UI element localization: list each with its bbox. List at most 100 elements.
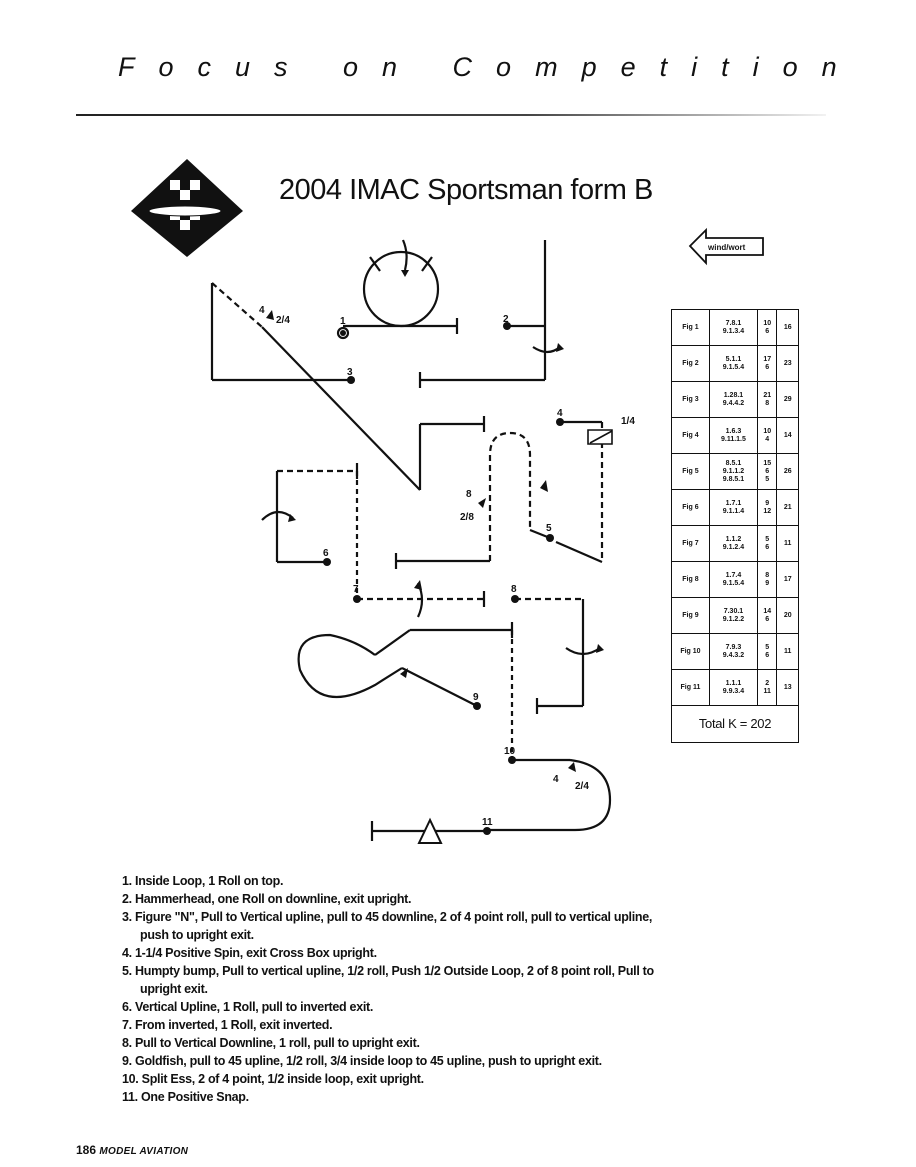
k-table-k-value: 14 bbox=[763, 607, 772, 615]
description-continuation: push to upright exit. bbox=[140, 928, 254, 942]
imac-logo bbox=[131, 159, 243, 257]
description-number: 11. bbox=[122, 1090, 138, 1104]
figure-5-humpty-bump bbox=[394, 431, 551, 569]
figure-2-hammerhead bbox=[418, 240, 564, 388]
fig-label-11: 11 bbox=[482, 817, 493, 828]
k-table-total: 20 bbox=[776, 597, 799, 634]
description-text: Vertical Upline, 1 Roll, pull to inverte… bbox=[135, 1000, 374, 1014]
description-item: 2. Hammerhead, one Roll on downline, exi… bbox=[122, 890, 822, 908]
k-table-code: 9.11.1.5 bbox=[720, 435, 746, 443]
figure-8-vertical-downline bbox=[515, 597, 604, 714]
k-table-k-value: 8 bbox=[765, 399, 770, 407]
fig-label-5: 5 bbox=[546, 523, 552, 534]
footer: 186 MODEL AVIATION bbox=[76, 1143, 188, 1157]
k-table-k-value: 10 bbox=[763, 319, 772, 327]
k-table-fig: Fig 11 bbox=[671, 669, 710, 706]
k-table-code: 1.28.1 bbox=[723, 391, 744, 399]
description-text: One Positive Snap. bbox=[140, 1090, 249, 1104]
k-table-total: 26 bbox=[776, 453, 799, 490]
k-table-k-value: 15 bbox=[763, 459, 772, 467]
humpty-num: 8 bbox=[466, 489, 472, 500]
description-item: 6. Vertical Upline, 1 Roll, pull to inve… bbox=[122, 998, 822, 1016]
fig-label-3: 3 bbox=[347, 367, 353, 378]
description-number: 9. bbox=[122, 1054, 132, 1068]
k-table-k-value: 9 bbox=[765, 579, 770, 587]
description-number: 5. bbox=[122, 964, 132, 978]
description-item: 5. Humpty bump, Pull to vertical upline,… bbox=[122, 962, 822, 998]
k-table-fig: Fig 7 bbox=[671, 525, 710, 562]
figure-6-vertical-upline bbox=[261, 463, 359, 564]
form-title: 2004 IMAC Sportsman form B bbox=[279, 174, 653, 206]
k-table-k-value: 6 bbox=[765, 363, 770, 371]
fig-label-8: 8 bbox=[511, 584, 517, 595]
k-table-total: 23 bbox=[776, 345, 799, 382]
k-table-code: 9.1.2.2 bbox=[722, 615, 745, 623]
k-table-code: 9.1.1.2 bbox=[722, 467, 745, 475]
k-table-k-value: 6 bbox=[765, 327, 770, 335]
k-table-code: 9.4.3.2 bbox=[722, 651, 745, 659]
fig-label-7: 7 bbox=[353, 584, 359, 595]
fig-label-4: 4 bbox=[557, 408, 563, 419]
k-table-k-value: 10 bbox=[763, 427, 772, 435]
k-table-total: 11 bbox=[776, 633, 799, 670]
k-table-code: 7.8.1 bbox=[725, 319, 742, 327]
k-table-code: 1.7.4 bbox=[725, 571, 742, 579]
k-table-total: 29 bbox=[776, 381, 799, 418]
description-number: 8. bbox=[122, 1036, 132, 1050]
n-roll-frac: 2/4 bbox=[276, 315, 290, 326]
k-table-k-value: 17 bbox=[763, 355, 772, 363]
k-table-total: 17 bbox=[776, 561, 799, 598]
k-table-fig: Fig 2 bbox=[671, 345, 710, 382]
k-table-code: 9.1.3.4 bbox=[722, 327, 745, 335]
fig-label-1: 1 bbox=[340, 316, 346, 327]
k-table-k-value: 6 bbox=[765, 615, 770, 623]
k-table-k-value: 12 bbox=[763, 507, 772, 515]
figure-9-goldfish bbox=[297, 622, 514, 707]
k-table-fig: Fig 5 bbox=[671, 453, 710, 490]
k-table-fig: Fig 6 bbox=[671, 489, 710, 526]
description-number: 3. bbox=[122, 910, 132, 924]
figure-10-split-s bbox=[487, 630, 612, 832]
description-item: 3. Figure "N", Pull to Vertical upline, … bbox=[122, 908, 822, 944]
k-table-total: 11 bbox=[776, 525, 799, 562]
k-table-code: 7.9.3 bbox=[725, 643, 742, 651]
k-table-fig: Fig 10 bbox=[671, 633, 710, 670]
description-number: 6. bbox=[122, 1000, 132, 1014]
k-table-k-value: 6 bbox=[765, 467, 770, 475]
k-table-code: 9.9.3.4 bbox=[722, 687, 745, 695]
k-table-k-value: 5 bbox=[765, 535, 770, 543]
description-number: 7. bbox=[122, 1018, 132, 1032]
humpty-frac: 2/8 bbox=[460, 512, 474, 523]
wind-arrow-icon bbox=[688, 227, 764, 266]
fig-label-2: 2 bbox=[503, 314, 509, 325]
figure-1-inside-loop bbox=[336, 239, 459, 340]
description-text: Humpty bump, Pull to vertical upline, 1/… bbox=[135, 964, 654, 978]
description-item: 7. From inverted, 1 Roll, exit inverted. bbox=[122, 1016, 822, 1034]
description-item: 1. Inside Loop, 1 Roll on top. bbox=[122, 872, 822, 890]
k-table-total: 14 bbox=[776, 417, 799, 454]
k-table-code: 9.1.5.4 bbox=[722, 363, 745, 371]
description-text: Hammerhead, one Roll on downline, exit u… bbox=[135, 892, 412, 906]
k-table-code: 1.1.1 bbox=[725, 679, 742, 687]
spin-frac: 1/4 bbox=[621, 416, 635, 427]
fig-label-9: 9 bbox=[473, 692, 479, 703]
description-number: 4. bbox=[122, 946, 132, 960]
